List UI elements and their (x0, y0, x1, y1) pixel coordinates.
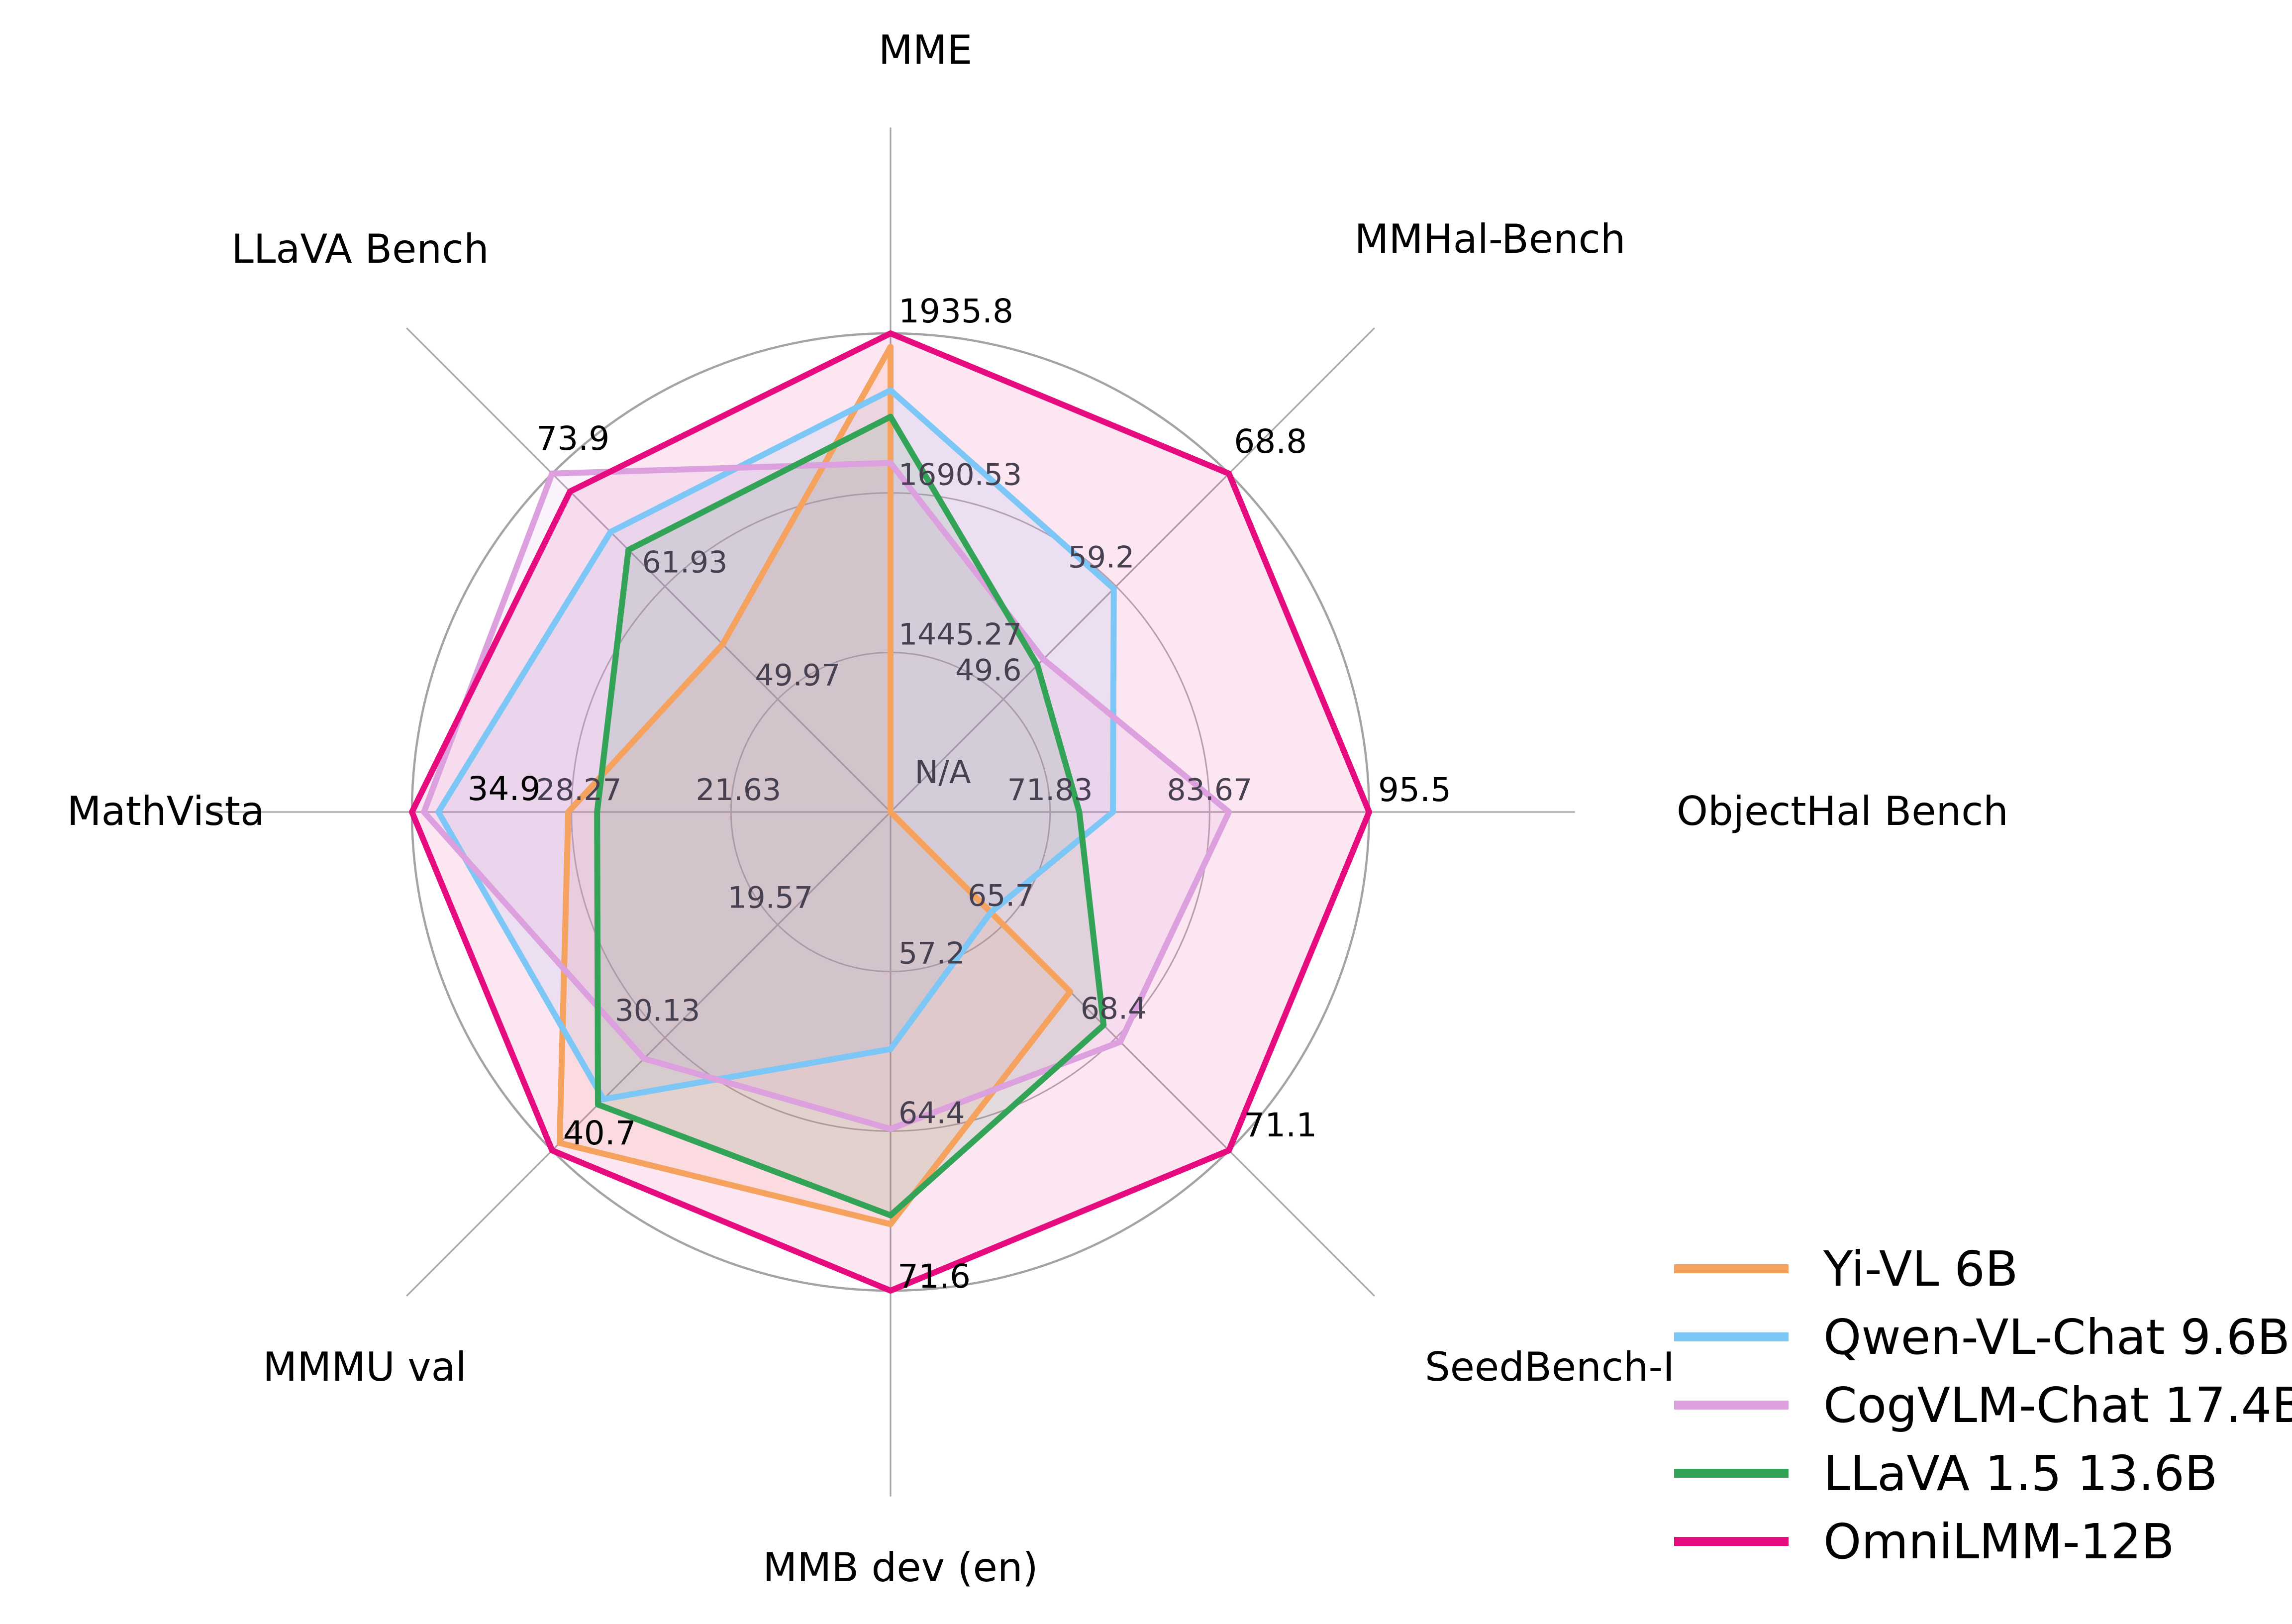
tick-label-llavabench-1: 49.97 (755, 658, 840, 693)
legend-label-omnilmm-12b: OmniLMM-12B (1823, 1514, 2175, 1570)
max-label-mmhal: 68.8 (1234, 422, 1307, 461)
legend-item-cogvlm-chat-17-4b: CogVLM-Chat 17.4B (1674, 1377, 2292, 1433)
tick-label-objecthal-1: 71.83 (1007, 773, 1093, 808)
axis-title-seedbench: SeedBench-I (1425, 1344, 1675, 1390)
axis-title-objecthal: ObjectHal Bench (1677, 788, 2008, 834)
series-line-omnilmm-12b (409, 330, 1372, 1294)
axis-title-mmhal: MMHal-Bench (1355, 216, 1626, 262)
tick-label-mmb-2: 64.4 (898, 1096, 965, 1130)
max-label-llavabench: 73.9 (536, 419, 609, 458)
series-line-llava-1-5-13-6b (594, 413, 1107, 1218)
series-line-cogvlm-chat-17-4b (421, 460, 1232, 1132)
max-label-seedbench: 71.1 (1244, 1106, 1317, 1144)
max-label-mmmu: 40.7 (563, 1114, 636, 1152)
max-label-mathvista: 34.9 (468, 770, 541, 808)
axis-title-mmmu: MMMU val (263, 1344, 467, 1390)
series-line-qwen-vl-chat-9-6b (435, 387, 1117, 1103)
legend-label-qwen-vl-chat-9-6b: Qwen-VL-Chat 9.6B (1823, 1309, 2290, 1365)
legend-item-llava-1-5-13-6b: LLaVA 1.5 13.6B (1674, 1445, 2217, 1502)
axis-title-llavabench: LLaVA Bench (231, 226, 489, 272)
tick-label-mathvista-1: 21.63 (696, 773, 781, 808)
legend-item-qwen-vl-chat-9-6b: Qwen-VL-Chat 9.6B (1674, 1309, 2290, 1365)
axis-title-mmb: MMB dev (en) (763, 1544, 1038, 1591)
tick-label-mmb-1: 57.2 (898, 936, 965, 971)
na-center-label: N/A (914, 754, 971, 791)
tick-label-llavabench-2: 61.93 (642, 545, 728, 580)
legend-item-omnilmm-12b: OmniLMM-12B (1674, 1514, 2175, 1570)
max-label-mmb: 71.6 (897, 1257, 971, 1296)
legend-item-yi-vl-6b: Yi-VL 6B (1674, 1241, 2018, 1297)
series-fill-qwen-vl-chat-9-6b (438, 390, 1114, 1100)
axis-title-mathvista: MathVista (67, 788, 265, 834)
tick-label-mathvista-2: 28.27 (536, 773, 622, 808)
tick-label-seedbench-2: 68.4 (1081, 991, 1147, 1026)
axis-spoke-mmmu (406, 811, 892, 1297)
tick-label-mmmu-2: 30.13 (615, 993, 700, 1028)
axis-title-mme: MME (879, 27, 973, 73)
max-label-mme: 1935.8 (898, 292, 1013, 330)
axis-spoke-llavabench (406, 327, 892, 813)
series-fill-llava-1-5-13-6b (597, 416, 1104, 1216)
tick-label-mmhal-1: 49.6 (955, 653, 1022, 688)
tick-label-objecthal-2: 83.67 (1167, 773, 1252, 808)
tick-label-mme-1: 1445.27 (898, 617, 1022, 652)
tick-label-mme-2: 1690.53 (898, 458, 1022, 493)
axis-spoke-mmhal (890, 327, 1375, 813)
legend-label-yi-vl-6b: Yi-VL 6B (1823, 1241, 2018, 1297)
tick-label-seedbench-1: 65.7 (968, 879, 1034, 914)
max-label-objecthal: 95.5 (1378, 771, 1451, 809)
tick-label-mmmu-1: 19.57 (727, 881, 813, 915)
legend-label-llava-1-5-13-6b: LLaVA 1.5 13.6B (1823, 1445, 2217, 1502)
legend-label-cogvlm-chat-17-4b: CogVLM-Chat 17.4B (1823, 1377, 2292, 1433)
series-fill-cogvlm-chat-17-4b (424, 463, 1229, 1129)
series-fill-yi-vl-6b (559, 347, 1071, 1224)
series-line-yi-vl-6b (556, 344, 1074, 1227)
tick-label-mmhal-2: 59.2 (1068, 540, 1135, 575)
